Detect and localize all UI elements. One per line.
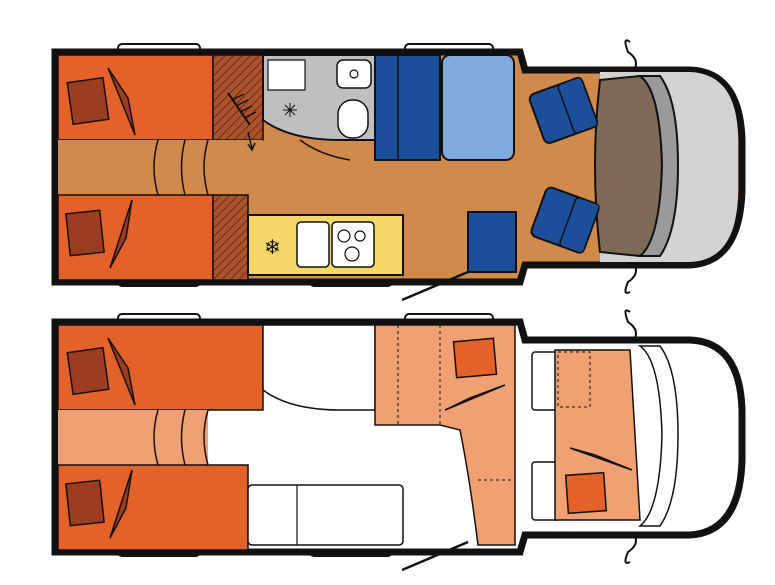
bed-rear-right-hatch	[212, 194, 249, 281]
dashboard	[594, 74, 664, 258]
burner-icon	[337, 229, 351, 243]
burner-icon	[354, 230, 366, 242]
rear-corridor	[58, 140, 263, 195]
pillow-icon	[564, 471, 608, 515]
stove-icon	[331, 221, 375, 268]
drain-icon	[349, 69, 359, 79]
cab-seat-passenger	[530, 186, 600, 254]
dinette-bed-seams	[397, 325, 515, 481]
ladder-icon	[227, 92, 257, 152]
side-seat	[467, 211, 517, 273]
bed-extension	[58, 410, 208, 465]
bathroom-door-swing	[299, 139, 351, 161]
blanket-icon	[444, 384, 506, 411]
pillow-icon	[452, 337, 498, 379]
cab-bed-cushion	[557, 351, 591, 408]
blanket-icon	[107, 67, 136, 136]
entrance-door	[401, 270, 469, 302]
blanket-icon	[569, 447, 633, 471]
dinette-table	[441, 54, 515, 161]
burner-icon	[344, 246, 360, 262]
sink-icon	[336, 59, 372, 89]
pillow-icon	[66, 76, 110, 126]
pillow-icon	[65, 479, 105, 527]
windshield-edge	[636, 75, 680, 257]
dinette-bench	[374, 54, 441, 161]
kitchen-counter	[247, 484, 404, 546]
mirror-left	[624, 309, 637, 341]
kitchen-sink-icon	[296, 221, 330, 268]
night-layout	[51, 309, 746, 572]
windshield-edge	[637, 345, 679, 527]
dinette-bed	[374, 324, 516, 546]
bathroom	[262, 324, 376, 411]
fridge-snowflake-icon: ❄	[264, 235, 281, 259]
cab-seat-driver	[528, 76, 599, 144]
mirror-left	[624, 39, 637, 71]
shower-tray	[267, 59, 306, 91]
pillow-icon	[65, 209, 105, 257]
toilet-icon	[337, 99, 369, 139]
step-lines	[153, 139, 209, 196]
blanket-icon	[109, 469, 133, 539]
mirror-right	[624, 533, 637, 564]
step-lines	[153, 409, 209, 466]
mirror-right	[624, 263, 637, 294]
blanket-icon	[109, 199, 133, 269]
pillow-icon	[66, 346, 110, 396]
entrance-door	[401, 540, 469, 572]
blanket-icon	[107, 337, 136, 406]
day-layout: ❄	[51, 39, 746, 302]
shower-drain-icon	[283, 103, 297, 117]
